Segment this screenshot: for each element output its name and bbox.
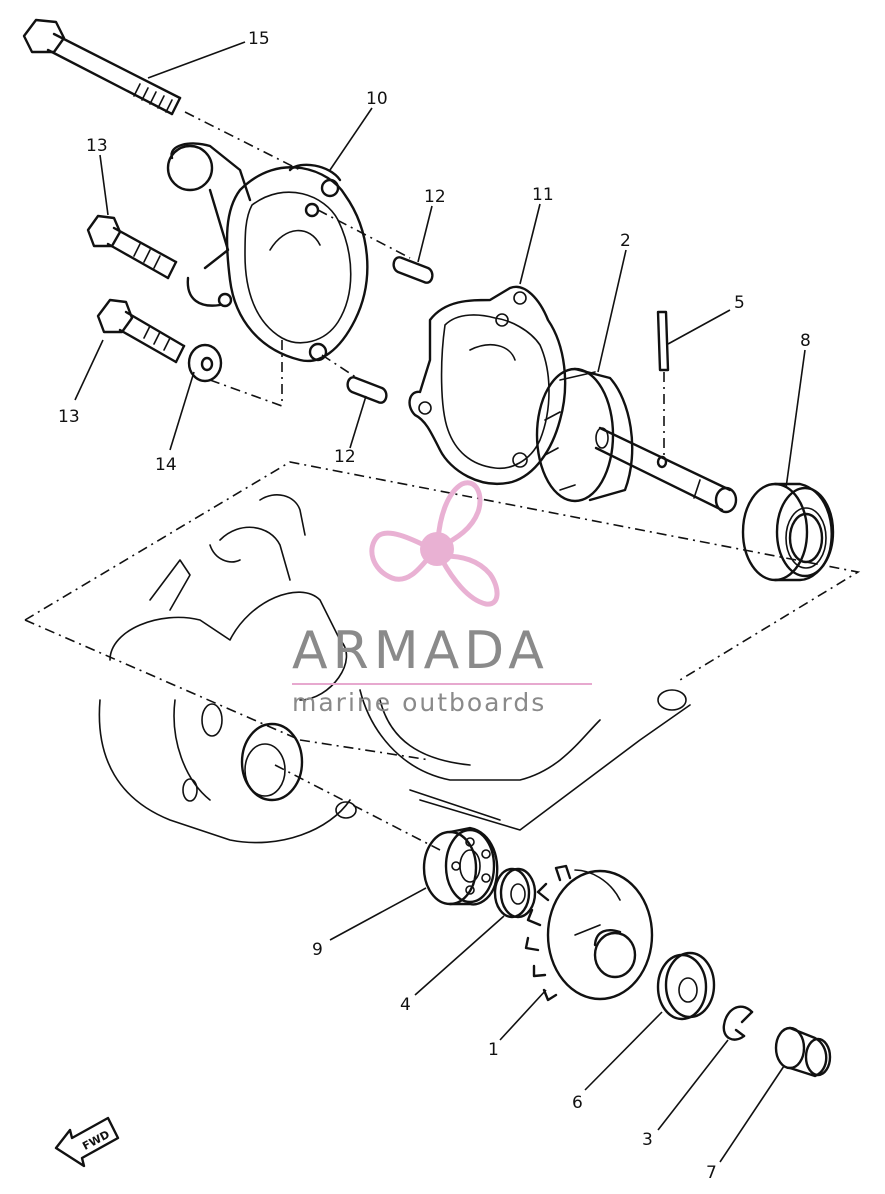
callout-5: 5 — [734, 293, 745, 313]
arrow-left-icon — [54, 1116, 120, 1168]
crankcase-body — [98, 494, 691, 851]
armada-watermark: ARMADA marine outboards — [292, 480, 592, 717]
callout-labels: 15 10 13 13 14 12 12 11 2 5 8 9 4 1 6 3 … — [58, 29, 811, 1183]
part-12-dowel-pin-lower — [346, 376, 388, 404]
part-5-pin — [656, 310, 670, 460]
callout-7: 7 — [706, 1163, 717, 1183]
brand-name: ARMADA — [292, 621, 549, 681]
part-7-bushing — [774, 1026, 832, 1078]
part-6-washer — [656, 951, 716, 1021]
callout-10: 10 — [366, 89, 388, 109]
callout-11: 11 — [532, 185, 554, 205]
callout-15: 15 — [248, 29, 270, 49]
callout-6: 6 — [572, 1093, 583, 1113]
part-15-long-bolt — [22, 18, 301, 171]
crankcase-cover-plane — [24, 461, 861, 761]
callout-9: 9 — [312, 940, 323, 960]
callout-3: 3 — [642, 1130, 653, 1150]
callout-12-lower: 12 — [334, 447, 356, 467]
callout-leaders — [74, 41, 806, 1163]
callout-1: 1 — [488, 1040, 499, 1060]
part-3-circlip — [722, 1005, 754, 1041]
part-12-dowel-pin-upper — [392, 256, 434, 284]
part-9-ball-bearing — [422, 826, 499, 906]
part-11-gasket — [408, 285, 567, 485]
part-2-impeller — [535, 367, 738, 514]
part-8-bearing — [741, 482, 835, 582]
part-13-bolt-upper — [86, 214, 178, 280]
callout-4: 4 — [400, 995, 411, 1015]
brand-tagline: marine outboards — [292, 688, 546, 717]
part-13-bolt-lower — [96, 298, 186, 364]
callout-12-upper: 12 — [424, 187, 446, 207]
part-14-washer — [187, 343, 223, 383]
part-4-washer — [493, 867, 537, 919]
callout-2: 2 — [620, 231, 631, 251]
fwd-direction-marker: FWD — [54, 1116, 120, 1168]
callout-13-lower: 13 — [58, 407, 80, 427]
part-10-pump-housing — [166, 142, 411, 407]
part-1-gear — [524, 864, 654, 1002]
callout-8: 8 — [800, 331, 811, 351]
propeller-icon — [369, 480, 500, 607]
callout-14: 14 — [155, 455, 177, 475]
callout-13-upper: 13 — [86, 136, 108, 156]
